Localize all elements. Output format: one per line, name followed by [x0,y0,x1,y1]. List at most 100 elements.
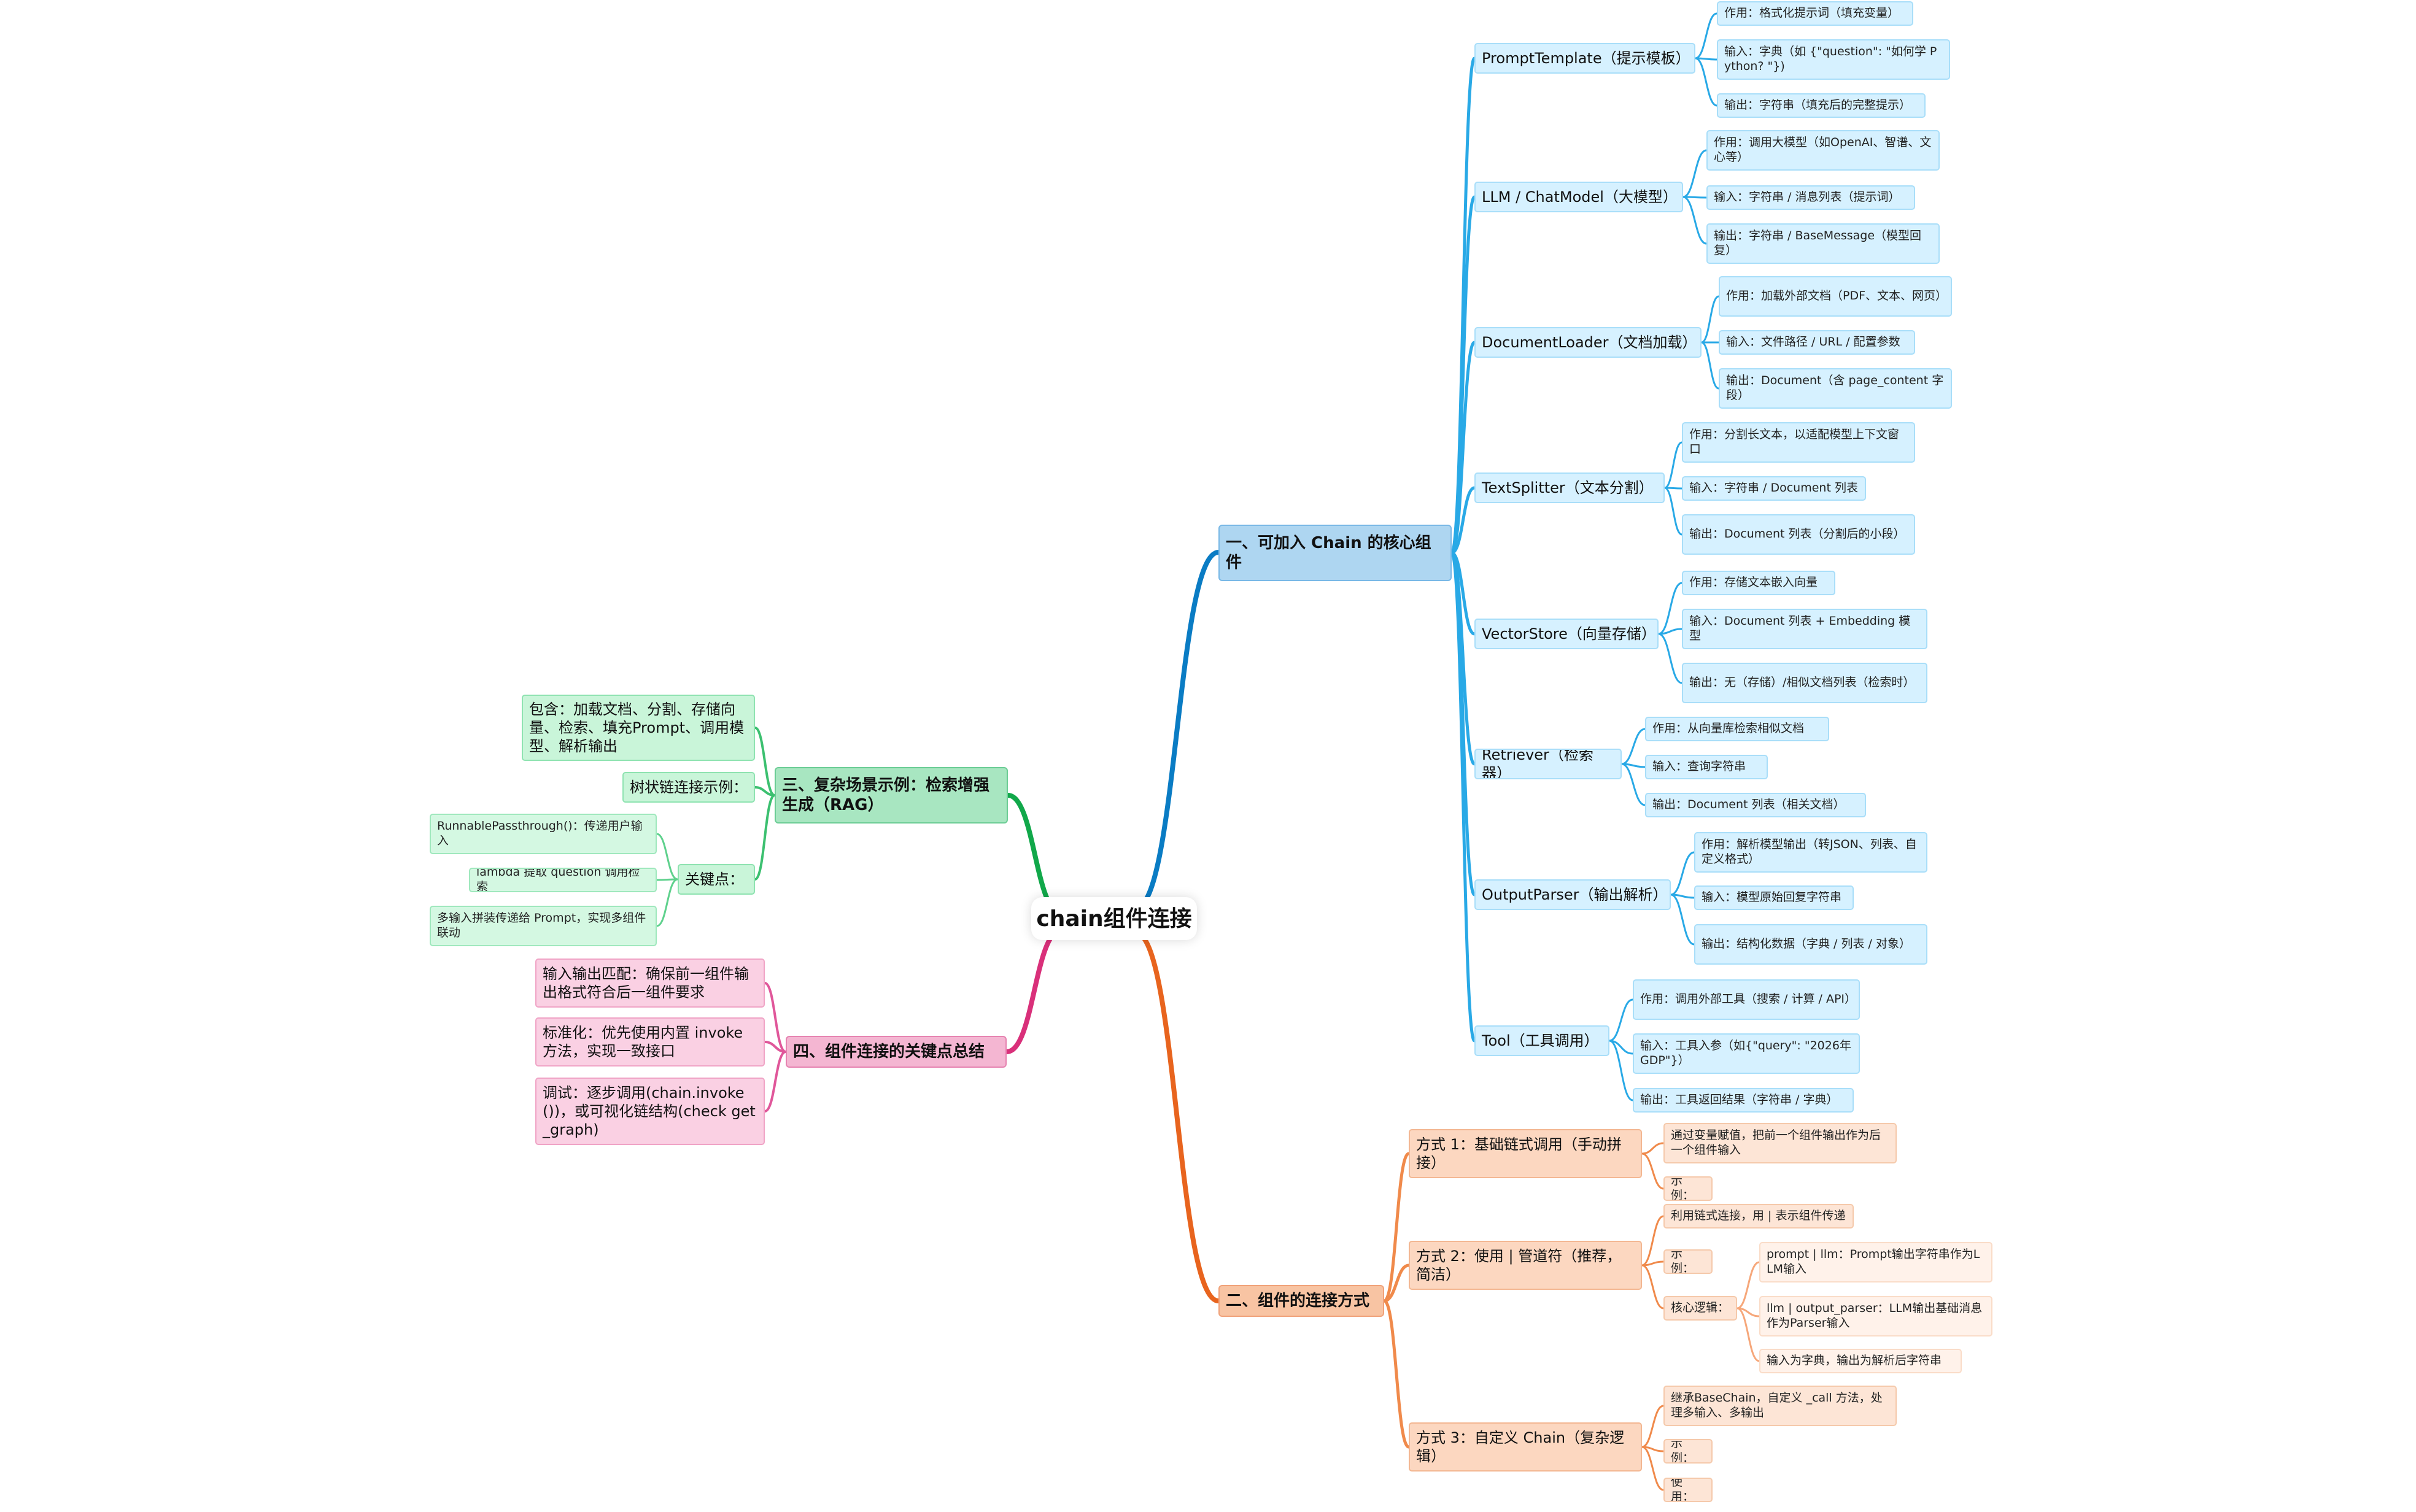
connector-line [1670,893,1695,946]
detail-item[interactable]: 示例： [1663,1249,1713,1274]
detail-item[interactable]: 作用：格式化提示词（填充变量） [1717,1,1913,26]
keypoint-item[interactable]: 多输入拼装传递给 Prompt，实现多组件联动 [430,906,657,946]
summary-item[interactable]: 标准化：优先使用内置 invoke 方法，实现一致接口 [535,1017,765,1066]
detail-text: 输出：无（存储）/相似文档列表（检索时） [1689,676,1915,690]
component-retriever[interactable]: Retriever（检索器） [1474,749,1622,779]
detail-item[interactable]: 利用链式连接，用 | 表示组件传递 [1663,1204,1854,1228]
logic-item[interactable]: prompt | llm：Prompt输出字符串作为LLM输入 [1759,1242,1992,1282]
component-label: Retriever（检索器） [1482,749,1593,779]
detail-text: 作用：从向量库检索相似文档 [1652,722,1805,736]
detail-item[interactable]: 作用：从向量库检索相似文档 [1645,717,1829,741]
connector-line [764,982,787,1053]
logic-text: 输入为字典，输出为解析后字符串 [1767,1354,1942,1368]
summary-item[interactable]: 输入输出匹配：确保前一组件输出格式符合后一组件要求 [535,958,765,1008]
component-prompt-template[interactable]: PromptTemplate（提示模板） [1474,43,1695,74]
connector-line [1450,341,1476,555]
detail-item[interactable]: 输入：字典（如 {"question": "如何学 Python? "}) [1717,39,1950,80]
branch-key-points-summary[interactable]: 四、组件连接的关键点总结 [786,1036,1007,1068]
component-label: PromptTemplate（提示模板） [1482,50,1690,67]
detail-text: 输入：字典（如 {"question": "如何学 Python? "}) [1724,45,1937,73]
root-label: chain组件连接 [1036,906,1192,932]
detail-item[interactable]: 作用：解析模型输出（转JSON、列表、自定义格式） [1694,832,1927,873]
connector-line [1620,728,1646,765]
detail-item[interactable]: 输入：字符串 / Document 列表 [1682,476,1866,501]
detail-item[interactable]: 输入：模型原始回复字符串 [1694,885,1854,910]
detail-item[interactable]: 核心逻辑： [1663,1296,1737,1321]
connector-line [1641,1215,1665,1267]
logic-item[interactable]: llm | output_parser：LLM输出基础消息作为Parser输入 [1759,1296,1992,1336]
component-llm-chatmodel[interactable]: LLM / ChatModel（大模型） [1474,182,1683,212]
logic-text: prompt | llm：Prompt输出字符串作为LLM输入 [1767,1248,1980,1276]
component-output-parser[interactable]: OutputParser（输出解析） [1474,879,1671,910]
component-text-splitter[interactable]: TextSplitter（文本分割） [1474,472,1665,503]
detail-item[interactable]: 输出：结构化数据（字典 / 列表 / 对象） [1694,924,1927,965]
branch-core-components[interactable]: 一、可加入 Chain 的核心组件 [1218,525,1452,581]
detail-item[interactable]: 输入：查询字符串 [1645,755,1768,779]
detail-text: 输出：字符串（填充后的完整提示） [1724,98,1911,112]
detail-item[interactable]: 通过变量赋值，把前一个组件输出作为后一个组件输入 [1663,1123,1897,1163]
detail-item[interactable]: 示例： [1663,1176,1713,1201]
component-document-loader[interactable]: DocumentLoader（文档加载） [1474,327,1702,358]
detail-item[interactable]: 作用：调用外部工具（搜索 / 计算 / API） [1633,979,1860,1020]
detail-text: 作用：格式化提示词（填充变量） [1724,6,1900,20]
branch-connection-methods[interactable]: 二、组件的连接方式 [1218,1285,1384,1317]
method-label: 方式 1：基础链式调用（手动拼接） [1416,1136,1622,1171]
detail-item[interactable]: 输入：文件路径 / URL / 配置参数 [1719,330,1915,355]
detail-item[interactable]: 作用：加载外部文档（PDF、文本、网页） [1719,276,1952,317]
branch-connect-label: 二、组件的连接方式 [1226,1291,1370,1310]
keypoint-item[interactable]: RunnablePassthrough()：传递用户输入 [430,814,657,854]
connector-line [1608,998,1634,1042]
connector-line [1641,1446,1665,1491]
detail-item[interactable]: 作用：调用大模型（如OpenAI、智谱、文心等） [1706,130,1940,171]
root-node[interactable]: chain组件连接 [1031,897,1197,940]
detail-text: 作用：分割长文本，以适配模型上下文窗口 [1689,428,1900,456]
connector-line [1682,149,1708,198]
method-1-basic-chain[interactable]: 方式 1：基础链式调用（手动拼接） [1409,1129,1642,1178]
connector-line [1657,582,1683,635]
detail-text: 作用：调用外部工具（搜索 / 计算 / API） [1640,992,1857,1006]
detail-item[interactable]: 输出：Document 列表（相关文档） [1645,793,1866,817]
component-vector-store[interactable]: VectorStore（向量存储） [1474,619,1659,649]
connector-line [656,833,679,881]
detail-text: 使用： [1671,1478,1695,1502]
detail-item[interactable]: 继承BaseChain，自定义 _call 方法，处理多输入、多输出 [1663,1386,1897,1426]
detail-item[interactable]: 输出：Document 列表（分割后的小段） [1682,514,1915,555]
branch-rag-label: 三、复杂场景示例：检索增强生成（RAG） [782,776,990,815]
detail-item[interactable]: 作用：存储文本嵌入向量 [1682,571,1835,595]
method-3-custom-chain[interactable]: 方式 3：自定义 Chain（复杂逻辑） [1409,1422,1642,1472]
component-tool[interactable]: Tool（工具调用） [1474,1025,1609,1056]
detail-item[interactable]: 输出：工具返回结果（字符串 / 字典） [1633,1088,1854,1113]
connector-line [1450,551,1476,1043]
detail-item[interactable]: 输入：工具入参（如{"query": "2026年 GDP"}） [1633,1033,1860,1074]
detail-text: 树状链连接示例： [630,779,748,796]
keypoint-item[interactable]: lambda 提取 question 调用检索 [469,868,657,892]
detail-text: 输入：工具入参（如{"query": "2026年 GDP"}） [1640,1039,1851,1067]
detail-item[interactable]: 作用：分割长文本，以适配模型上下文窗口 [1682,422,1915,463]
detail-item[interactable]: 输出：字符串 / BaseMessage（模型回复） [1706,223,1940,264]
connector-line [1450,486,1476,555]
detail-text: 作用：解析模型输出（转JSON、列表、自定义格式） [1702,838,1917,866]
connector-line [1663,487,1683,536]
detail-item[interactable]: 输出：Document（含 page_content 字段） [1719,368,1952,409]
detail-text: 输出：工具返回结果（字符串 / 字典） [1640,1093,1838,1107]
logic-item[interactable]: 输入为字典，输出为解析后字符串 [1759,1349,1962,1373]
detail-text: 作用：加载外部文档（PDF、文本、网页） [1726,289,1948,303]
connector-line [1133,550,1221,911]
branch-rag-example[interactable]: 三、复杂场景示例：检索增强生成（RAG） [775,767,1008,824]
detail-item[interactable]: 输入：Document 列表 + Embedding 模型 [1682,609,1927,649]
rag-keypoints[interactable]: 关键点： [678,864,755,895]
detail-text: 核心逻辑： [1671,1301,1730,1315]
detail-item[interactable]: 使用： [1663,1478,1713,1502]
detail-text: 输入：字符串 / Document 列表 [1689,481,1858,495]
detail-item[interactable]: 示例： [1663,1439,1713,1464]
detail-item[interactable]: 输出：无（存储）/相似文档列表（检索时） [1682,663,1927,703]
rag-detail-item[interactable]: 包含：加载文档、分割、存储向量、检索、填充Prompt、调用模型、解析输出 [522,695,755,761]
summary-item[interactable]: 调试：逐步调用(chain.invoke())，或可视化链结构(check ge… [535,1078,765,1145]
method-2-pipe-operator[interactable]: 方式 2：使用 | 管道符（推荐，简洁） [1409,1241,1642,1290]
detail-text: 示例： [1671,1439,1695,1464]
detail-item[interactable]: 输入：字符串 / 消息列表（提示词） [1706,185,1915,210]
summary-text: 标准化：优先使用内置 invoke 方法，实现一致接口 [543,1024,743,1060]
detail-item[interactable]: 输出：字符串（填充后的完整提示） [1717,93,1926,118]
connector-line [1663,441,1683,489]
rag-detail-item[interactable]: 树状链连接示例： [622,772,755,803]
